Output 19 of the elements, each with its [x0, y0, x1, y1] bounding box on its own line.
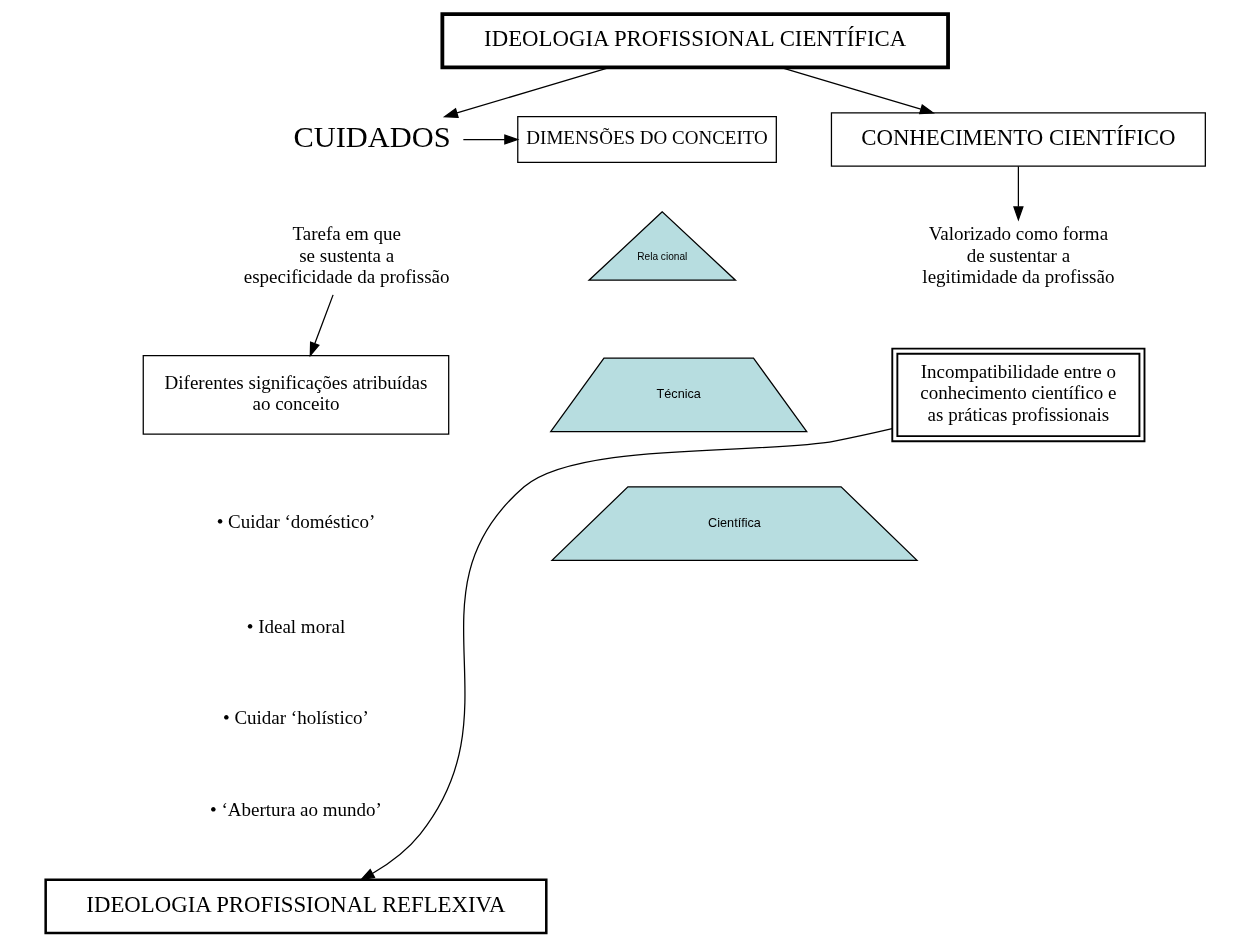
- arrow: [462, 133, 519, 145]
- node-text: CUIDADOS: [292, 119, 451, 154]
- node-box: IDEOLOGIA PROFISSIONAL CIENTÍFICA: [439, 11, 950, 69]
- arrow: [1012, 165, 1024, 222]
- node-text: Valorizado como forma de sustentar a legitimidade da profissão: [921, 222, 1114, 287]
- node-box: IDEOLOGIA PROFISSIONAL REFLEXIVA: [43, 877, 548, 934]
- label: • Cuidar ‘holístico’: [222, 706, 369, 728]
- node-box: Diferentes significações atribuídas ao conceito: [142, 354, 449, 435]
- node-box: CONHECIMENTO CIENTÍFICO: [830, 111, 1206, 167]
- node-box: DIMENSÕES DO CONCEITO: [516, 115, 777, 163]
- label: • Cuidar ‘doméstico’: [216, 510, 375, 532]
- arrow: [779, 66, 935, 114]
- node-box: Incompatibilidade entre o conhecimento científico e as práticas profissionais: [890, 347, 1145, 442]
- arrow: [442, 66, 610, 118]
- arrow: [309, 293, 334, 357]
- label: • ‘Abertura ao mundo’: [209, 798, 382, 820]
- arrow: [359, 427, 893, 881]
- label: • Ideal moral: [246, 615, 345, 637]
- node-text: Tarefa em que se sustenta a especificidade da profissão: [243, 222, 450, 287]
